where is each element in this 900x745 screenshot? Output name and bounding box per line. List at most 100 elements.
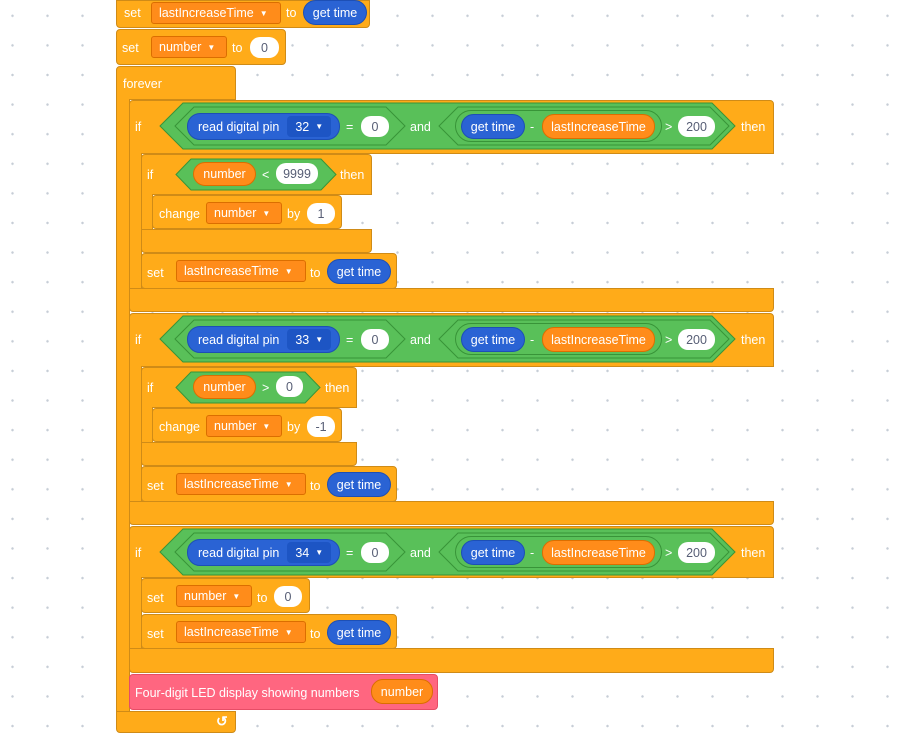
set-label: set <box>147 591 164 605</box>
if-bottom <box>129 501 774 525</box>
compare-value-input[interactable]: 0 <box>361 542 389 563</box>
pin-dropdown[interactable]: 34▼ <box>287 542 332 563</box>
var-reporter-number[interactable]: number <box>193 162 256 186</box>
gt-label: > <box>665 546 673 560</box>
to-label: to <box>286 6 297 20</box>
by-label: by <box>287 420 301 434</box>
min-value-input[interactable]: 0 <box>276 376 303 397</box>
var-dropdown-number[interactable]: number▼ <box>176 585 252 607</box>
to-label: to <box>310 627 321 641</box>
minus-label: - <box>530 546 535 560</box>
set-label: set <box>147 479 164 493</box>
pin-dropdown[interactable]: 32▼ <box>287 116 332 137</box>
var-dropdown-lastincreasetime[interactable]: lastIncreaseTime▼ <box>151 2 281 24</box>
then-label: then <box>325 381 350 395</box>
minus-label: - <box>530 120 535 134</box>
get-time-reporter[interactable]: get time <box>303 0 367 25</box>
gt-label: > <box>262 381 270 395</box>
caret-down-icon: ▼ <box>262 208 271 218</box>
get-time-reporter[interactable]: get time <box>327 620 391 645</box>
get-time-reporter[interactable]: get time <box>327 472 391 497</box>
compare-value-input[interactable]: 0 <box>361 116 389 137</box>
forever-block[interactable] <box>116 66 236 100</box>
if-label: if <box>135 120 142 134</box>
then-label: then <box>741 333 766 347</box>
if-label: if <box>135 546 142 560</box>
caret-down-icon: ▼ <box>315 122 324 131</box>
var-reporter-lastincreasetime[interactable]: lastIncreaseTime <box>542 114 655 139</box>
to-label: to <box>232 41 243 55</box>
forever-bottom <box>116 711 236 733</box>
var-dropdown-number[interactable]: number▼ <box>206 415 282 437</box>
forever-arm <box>116 99 130 712</box>
threshold-input[interactable]: 200 <box>678 542 715 563</box>
by-label: by <box>287 207 301 221</box>
pin-dropdown[interactable]: 33▼ <box>287 329 332 350</box>
to-label: to <box>310 479 321 493</box>
value-input[interactable]: 0 <box>250 37 279 58</box>
then-label: then <box>741 546 766 560</box>
minus-label: - <box>530 333 535 347</box>
caret-down-icon: ▼ <box>284 627 293 637</box>
get-time-reporter[interactable]: get time <box>461 540 525 565</box>
caret-down-icon: ▼ <box>315 335 324 344</box>
caret-down-icon: ▼ <box>259 8 268 18</box>
if-bottom <box>129 648 774 673</box>
threshold-input[interactable]: 200 <box>678 329 715 350</box>
var-dropdown-number[interactable]: number▼ <box>206 202 282 224</box>
equals-label: = <box>346 120 354 134</box>
var-reporter-lastincreasetime[interactable]: lastIncreaseTime <box>542 540 655 565</box>
var-dropdown-lastincreasetime[interactable]: lastIncreaseTime▼ <box>176 621 306 643</box>
if-label: if <box>147 168 154 182</box>
to-label: to <box>257 591 268 605</box>
if-bottom <box>129 288 774 312</box>
display-label: Four-digit LED display showing numbers <box>135 686 360 700</box>
to-label: to <box>310 266 321 280</box>
get-time-reporter[interactable]: get time <box>461 114 525 139</box>
gt-label: > <box>665 333 673 347</box>
equals-label: = <box>346 546 354 560</box>
if-label: if <box>135 333 142 347</box>
set-label: set <box>147 266 164 280</box>
get-time-reporter[interactable]: get time <box>327 259 391 284</box>
if-arm <box>129 577 142 649</box>
caret-down-icon: ▼ <box>262 421 271 431</box>
get-time-reporter[interactable]: get time <box>461 327 525 352</box>
max-value-input[interactable]: 9999 <box>276 163 318 184</box>
equals-label: = <box>346 333 354 347</box>
and-label: and <box>410 546 431 560</box>
set-label: set <box>122 41 139 55</box>
var-dropdown-number[interactable]: number▼ <box>151 36 227 58</box>
if-bottom <box>141 442 357 466</box>
forever-label: forever <box>123 77 162 91</box>
change-label: change <box>159 420 201 434</box>
var-dropdown-lastincreasetime[interactable]: lastIncreaseTime▼ <box>176 473 306 495</box>
increment-input[interactable]: 1 <box>307 203 335 224</box>
if-label: if <box>147 381 154 395</box>
caret-down-icon: ▼ <box>315 548 324 557</box>
caret-down-icon: ▼ <box>207 42 216 52</box>
set-label: set <box>147 627 164 641</box>
compare-value-input[interactable]: 0 <box>361 329 389 350</box>
and-label: and <box>410 333 431 347</box>
caret-down-icon: ▼ <box>232 591 241 601</box>
var-reporter-number[interactable]: number <box>193 375 256 399</box>
gt-label: > <box>665 120 673 134</box>
var-dropdown-lastincreasetime[interactable]: lastIncreaseTime▼ <box>176 260 306 282</box>
var-reporter-lastincreasetime[interactable]: lastIncreaseTime <box>542 327 655 352</box>
then-label: then <box>340 168 365 182</box>
var-reporter-number[interactable]: number <box>371 679 433 704</box>
value-input[interactable]: 0 <box>274 586 302 607</box>
caret-down-icon: ▼ <box>284 266 293 276</box>
threshold-input[interactable]: 200 <box>678 116 715 137</box>
if-bottom <box>141 229 372 253</box>
caret-down-icon: ▼ <box>284 479 293 489</box>
decrement-input[interactable]: -1 <box>307 416 335 437</box>
change-label: change <box>159 207 201 221</box>
set-label: set <box>124 6 141 20</box>
loop-arrow-icon: ↺ <box>216 713 228 729</box>
then-label: then <box>741 120 766 134</box>
